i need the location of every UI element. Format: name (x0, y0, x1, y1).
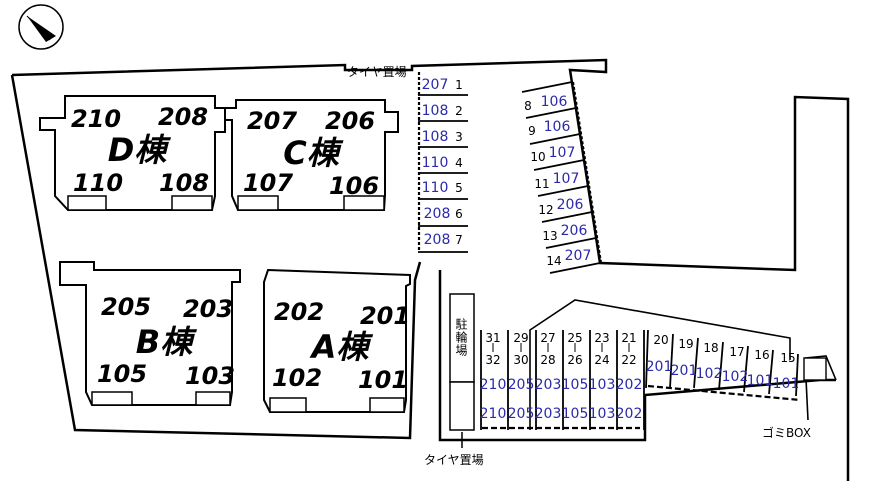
parking-8-number: 8 (524, 99, 532, 113)
parking-26-number: 26 (567, 353, 583, 367)
parking-4-room: 110 (421, 155, 449, 171)
parking-21-room: 202 (615, 377, 643, 393)
parking-lot-outline (529, 299, 837, 430)
parking-17-number: 17 (729, 345, 745, 359)
parking-26-room: 105 (561, 406, 589, 422)
parking-9-room: 106 (543, 119, 571, 135)
parking-16-room: 101 (746, 373, 774, 389)
parking-31-number: 31 (485, 331, 501, 345)
parking-15-room: 101 (772, 376, 800, 392)
parking-25-number: 25 (567, 331, 583, 345)
parking-5-number: 5 (455, 181, 463, 195)
unit-a-201: 201 (359, 302, 411, 330)
parking-10-room: 107 (548, 145, 576, 161)
parking-10-number: 10 (530, 150, 546, 164)
parking-19-room: 201 (670, 363, 698, 379)
parking-right-row-lines (645, 329, 801, 402)
parking-30-number: 30 (513, 353, 529, 367)
unit-c-107: 107 (242, 169, 294, 197)
parking-4-number: 4 (455, 156, 463, 170)
parking-20-number: 20 (653, 333, 669, 347)
parking-11-room: 107 (552, 171, 580, 187)
parking-27-number: 27 (540, 331, 556, 345)
tire-storage-label-bottom: タイヤ置場 (424, 453, 484, 467)
unit-d-108: 108 (158, 169, 210, 197)
parking-bottom-rows-lines (480, 330, 645, 430)
tire-storage-label-top: タイヤ置場 (347, 65, 407, 79)
building-a-name: A棟 (311, 328, 369, 366)
parking-6-room: 208 (423, 206, 451, 222)
unit-c-106: 106 (328, 172, 380, 200)
unit-b-103: 103 (184, 362, 236, 390)
parking-7-number: 7 (455, 233, 463, 247)
parking-16-number: 16 (754, 348, 770, 362)
building-c-name: C棟 (283, 134, 339, 172)
unit-d-208: 208 (157, 103, 209, 131)
parking-28-room: 203 (534, 406, 562, 422)
parking-13-room: 206 (560, 223, 588, 239)
unit-b-205: 205 (100, 293, 152, 321)
parking-2-room: 108 (421, 103, 449, 119)
parking-29-room: 205 (507, 377, 535, 393)
parking-8-room: 106 (540, 94, 568, 110)
building-entrances (67, 195, 405, 413)
parking-7-room: 208 (423, 232, 451, 248)
bicycle-parking-label: 駐輪場 (454, 318, 468, 357)
unit-d-110: 110 (72, 169, 124, 197)
parking-2-number: 2 (455, 104, 463, 118)
parking-17-room: 102 (721, 369, 749, 385)
parking-31-room: 210 (479, 377, 507, 393)
parking-column-1-7-lines (417, 72, 468, 253)
unit-a-202: 202 (273, 298, 325, 326)
unit-d-210: 210 (70, 105, 122, 133)
unit-a-101: 101 (357, 366, 409, 394)
parking-12-number: 12 (538, 203, 554, 217)
parking-25-room: 105 (561, 377, 589, 393)
unit-a-102: 102 (271, 364, 323, 392)
parking-11-number: 11 (534, 177, 550, 191)
building-b-name: B棟 (135, 323, 193, 361)
bicycle-parking-block (449, 293, 475, 448)
parking-23-number: 23 (594, 331, 610, 345)
parking-27-room: 203 (534, 377, 562, 393)
parking-19-number: 19 (678, 337, 694, 351)
parking-1-number: 1 (455, 78, 463, 92)
parking-24-room: 103 (588, 406, 616, 422)
parking-14-number: 14 (546, 254, 562, 268)
building-d-name: D棟 (107, 131, 167, 169)
unit-c-207: 207 (246, 107, 298, 135)
parking-14-room: 207 (564, 248, 592, 264)
parking-18-number: 18 (703, 341, 719, 355)
parking-29-number: 29 (513, 331, 529, 345)
parking-15-number: 15 (780, 351, 796, 365)
parking-22-room: 202 (615, 406, 643, 422)
parking-23-room: 103 (588, 377, 616, 393)
unit-b-203: 203 (182, 295, 234, 323)
parking-20-room: 201 (645, 359, 673, 375)
parking-24-number: 24 (594, 353, 610, 367)
parking-12-room: 206 (556, 197, 584, 213)
parking-1-room: 207 (421, 77, 449, 93)
compass-icon (18, 4, 64, 50)
parking-6-number: 6 (455, 207, 463, 221)
parking-22-number: 22 (621, 353, 637, 367)
parking-32-room: 210 (479, 406, 507, 422)
parking-3-number: 3 (455, 130, 463, 144)
parking-column-8-14-lines (521, 81, 603, 274)
unit-b-105: 105 (96, 360, 148, 388)
garbage-box-label: ゴミBOX (762, 426, 811, 440)
parking-18-room: 102 (695, 366, 723, 382)
parking-32-number: 32 (485, 353, 501, 367)
parking-5-room: 110 (421, 180, 449, 196)
parking-9-number: 9 (528, 124, 536, 138)
parking-28-number: 28 (540, 353, 556, 367)
parking-30-room: 205 (507, 406, 535, 422)
building-outlines (39, 95, 411, 413)
unit-c-206: 206 (324, 107, 376, 135)
parking-13-number: 13 (542, 229, 558, 243)
parking-3-room: 108 (421, 129, 449, 145)
parking-21-number: 21 (621, 331, 637, 345)
